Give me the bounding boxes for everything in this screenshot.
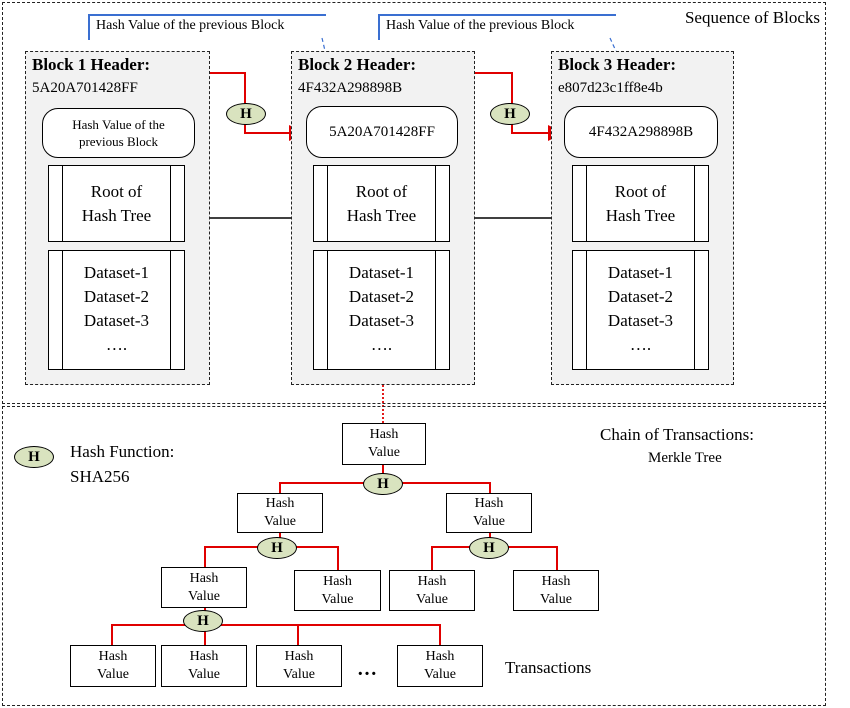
merkle-node-l2-b: Hash Value — [294, 570, 381, 611]
merkle-node-l2-b-line1: Hash — [323, 573, 352, 589]
block-1-root-line2: Hash Tree — [81, 205, 152, 225]
transaction-node-1: Hash Value — [70, 645, 156, 687]
block-3-root-line1: Root of — [614, 181, 667, 201]
block-1-previous-hash-box: Hash Value of the previous Block — [42, 108, 195, 158]
legend-hash-function-label: Hash Function: — [70, 442, 175, 461]
block-1-hash: 5A20A701428FF — [32, 80, 138, 96]
block-2-previous-hash-box: 5A20A701428FF — [306, 106, 458, 158]
merkle-hash-badge-l1-left: H — [257, 537, 297, 559]
block-2-hash: 4F432A298898B — [298, 80, 403, 96]
merkle-hash-badge-l2: H — [183, 610, 223, 632]
transaction-node-1-line1: Hash — [98, 649, 128, 664]
legend-hash-algorithm: SHA256 — [70, 467, 130, 486]
block-3-hash: e807d23c1ff8e4b — [558, 80, 663, 96]
block-3-title: Block 3 Header: — [558, 55, 677, 74]
block-2-root-of-hash-tree: Root of Hash Tree — [313, 165, 450, 242]
merkle-node-l2-a-line2: Value — [188, 588, 220, 604]
merkle-root-node: Hash Value — [342, 423, 426, 465]
transaction-node-4: Hash Value — [397, 645, 483, 687]
block-3-dataset-more: …. — [629, 335, 652, 354]
transactions-label: Transactions — [505, 658, 592, 677]
block-1-datasets: Dataset-1 Dataset-2 Dataset-3 …. — [48, 250, 185, 370]
transaction-node-1-line2: Value — [97, 667, 129, 682]
transaction-node-2-line1: Hash — [189, 649, 219, 664]
merkle-node-l1-right-line1: Hash — [474, 496, 504, 511]
merkle-node-l2-d-line1: Hash — [541, 573, 571, 589]
merkle-node-l2-c: Hash Value — [389, 570, 475, 611]
block-2-dataset-3: Dataset-3 — [348, 311, 415, 330]
transaction-node-2-line2: Value — [188, 667, 220, 682]
block-3-dataset-3: Dataset-3 — [607, 311, 674, 330]
block-1-dataset-2: Dataset-2 — [83, 287, 150, 306]
legend-hash-badge: H — [14, 446, 54, 468]
merkle-title-line2: Merkle Tree — [648, 450, 722, 466]
block-3-previous-hash-box: 4F432A298898B — [564, 106, 718, 158]
block-3-root-of-hash-tree: Root of Hash Tree — [572, 165, 709, 242]
block-2-previous-hash-value: 5A20A701428FF — [329, 123, 435, 140]
merkle-root-line1: Hash — [369, 427, 399, 442]
merkle-node-l1-left: Hash Value — [237, 493, 323, 533]
merkle-root-line2: Value — [368, 445, 400, 460]
transaction-ellipsis: … — [357, 658, 377, 680]
merkle-node-l2-b-line2: Value — [321, 591, 354, 607]
block-3-dataset-1: Dataset-1 — [607, 263, 674, 282]
block-1-dataset-3: Dataset-3 — [83, 311, 150, 330]
block-1-previous-hash-line1: Hash Value of the — [72, 117, 165, 132]
merkle-node-l2-a-line1: Hash — [189, 570, 219, 586]
block-3-previous-hash-value: 4F432A298898B — [588, 123, 694, 140]
merkle-node-l2-c-line1: Hash — [417, 573, 447, 589]
sequence-of-blocks-frame — [2, 2, 826, 404]
transaction-node-2: Hash Value — [161, 645, 247, 687]
block-2-title: Block 2 Header: — [298, 55, 417, 74]
hash-function-badge-2: H — [490, 103, 530, 125]
transaction-node-4-line1: Hash — [425, 649, 455, 664]
transaction-node-4-line2: Value — [424, 667, 456, 682]
merkle-node-l2-d-line2: Value — [540, 591, 572, 607]
block-3-datasets: Dataset-1 Dataset-2 Dataset-3 …. — [572, 250, 709, 370]
transaction-node-3-line1: Hash — [284, 649, 314, 664]
merkle-node-l2-a: Hash Value — [161, 567, 247, 608]
block-3-dataset-2: Dataset-2 — [607, 287, 674, 306]
block-1-previous-hash-line2: previous Block — [78, 134, 159, 149]
merkle-node-l2-d: Hash Value — [513, 570, 599, 611]
block-1-root-line1: Root of — [90, 181, 143, 201]
transaction-node-3-line2: Value — [283, 667, 315, 682]
transaction-node-3: Hash Value — [256, 645, 342, 687]
block-1-title: Block 1 Header: — [32, 55, 151, 74]
block-3-root-line2: Hash Tree — [605, 205, 676, 225]
callout-previous-hash-1: Hash Value of the previous Block — [88, 14, 326, 40]
merkle-node-l1-right-line2: Value — [473, 514, 505, 529]
merkle-node-l1-left-line2: Value — [264, 514, 296, 529]
block-2-dataset-2: Dataset-2 — [348, 287, 415, 306]
block-1-dataset-1: Dataset-1 — [83, 263, 150, 282]
merkle-hash-badge-l1-right: H — [469, 537, 509, 559]
block-2-dataset-more: …. — [370, 335, 393, 354]
block-1-dataset-more: …. — [105, 335, 128, 354]
block-1-root-of-hash-tree: Root of Hash Tree — [48, 165, 185, 242]
block-2-root-line1: Root of — [355, 181, 408, 201]
merkle-title-line1: Chain of Transactions: — [600, 425, 754, 444]
merkle-tree-frame — [2, 406, 826, 706]
callout-previous-hash-2: Hash Value of the previous Block — [378, 14, 616, 40]
sequence-of-blocks-title: Sequence of Blocks — [684, 8, 820, 27]
block-2-dataset-1: Dataset-1 — [348, 263, 415, 282]
merkle-node-l1-right: Hash Value — [446, 493, 532, 533]
block-2-datasets: Dataset-1 Dataset-2 Dataset-3 …. — [313, 250, 450, 370]
merkle-node-l2-c-line2: Value — [416, 591, 448, 607]
hash-function-badge-1: H — [226, 103, 266, 125]
merkle-hash-badge-root: H — [363, 473, 403, 495]
block-2-root-line2: Hash Tree — [346, 205, 417, 225]
merkle-node-l1-left-line1: Hash — [265, 496, 295, 511]
